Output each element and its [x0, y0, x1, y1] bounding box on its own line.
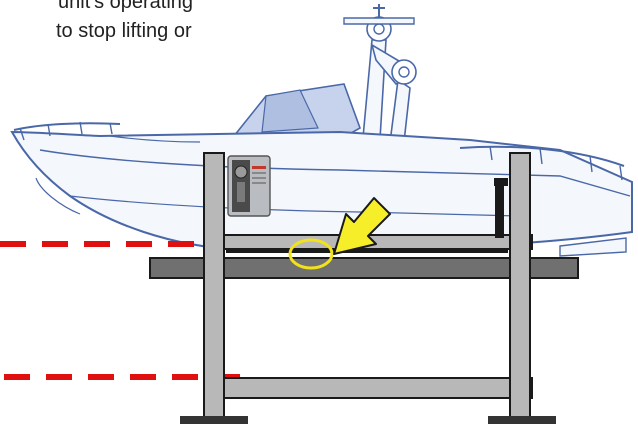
lift-cylinder — [495, 178, 504, 238]
right-post — [509, 152, 531, 422]
control-box-icon — [227, 155, 271, 217]
upper-cross-beam — [221, 234, 533, 250]
left-post — [203, 152, 225, 422]
arrow-icon — [333, 197, 391, 255]
lift-deck — [149, 257, 579, 279]
lower-cross-beam — [221, 377, 533, 399]
right-foot — [488, 416, 556, 424]
windshield — [232, 83, 361, 137]
instruction-text-line-1: unit's operating — [58, 0, 194, 13]
left-foot — [180, 416, 248, 424]
instruction-text-line-2: to stop lifting or — [56, 20, 192, 42]
highlight-circle — [288, 238, 334, 270]
lift-frame — [149, 152, 579, 424]
boat-hull — [10, 121, 633, 257]
instruction-text: unit's operating to stop lifting or — [0, 0, 240, 60]
